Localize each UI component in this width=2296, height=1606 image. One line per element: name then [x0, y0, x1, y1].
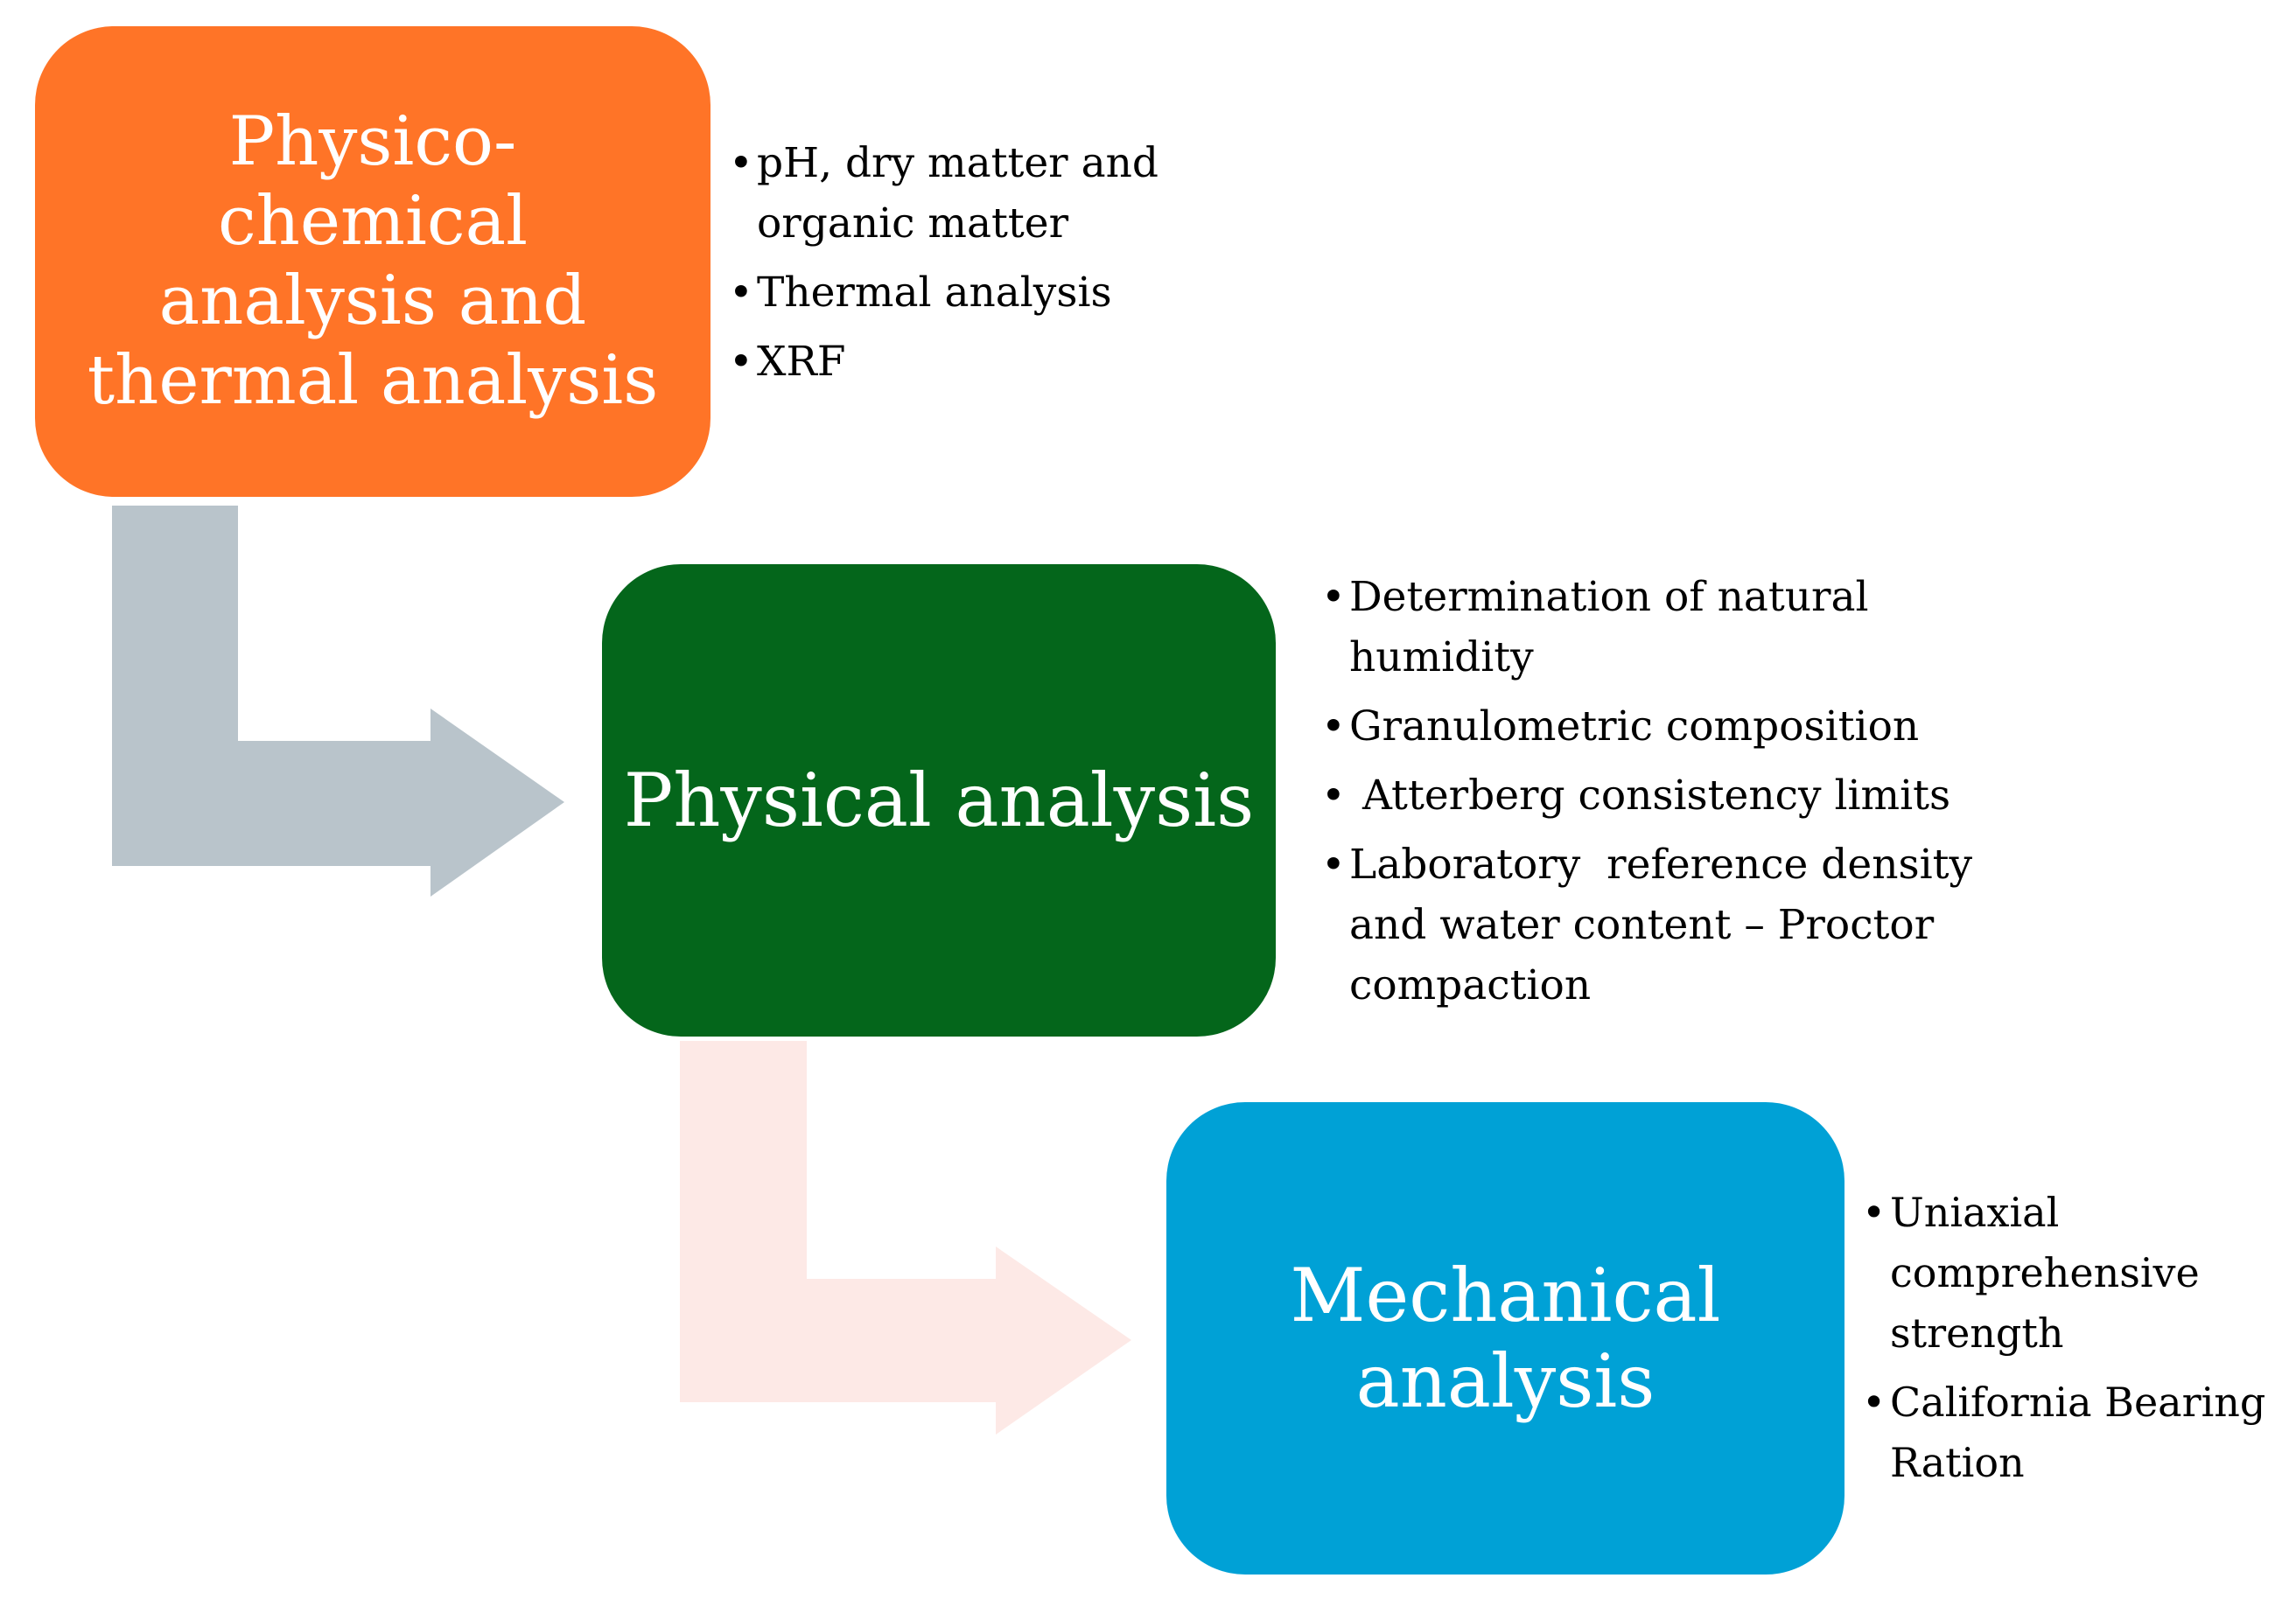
bullet-item: • Determination of natural humidity: [1321, 567, 2021, 688]
bullet-line: strength: [1890, 1309, 2064, 1357]
title-line: Physical analysis: [623, 757, 1255, 843]
elbow-arrow-1: [112, 506, 564, 897]
stage-2-bullet-list: • Determination of natural humidity • Gr…: [1321, 567, 2021, 1024]
bullet-line: compaction: [1349, 961, 1592, 1009]
elbow-arrow-2: [680, 1041, 1131, 1435]
bullet-line: Thermal analysis: [757, 269, 1112, 317]
bullet-dot-icon: •: [1321, 702, 1346, 751]
bullet-line: California Bearing: [1890, 1379, 2266, 1426]
stage-box-physical: Physical analysis: [602, 564, 1276, 1037]
title-line: analysis: [1355, 1338, 1656, 1424]
bullet-item: • Thermal analysis: [729, 262, 1219, 323]
bullet-item: • pH, dry matter and organic matter: [729, 133, 1219, 254]
bullet-dot-icon: •: [1321, 573, 1346, 621]
stage-title: Mechanical analysis: [1200, 1253, 1812, 1425]
stage-1-bullet-list: • pH, dry matter and organic matter • Th…: [729, 133, 1219, 401]
bullet-item: • California Bearing Ration: [1862, 1372, 2296, 1493]
bullet-item: • Granulometric composition: [1321, 696, 2021, 757]
bullet-item: • Laboratory reference density and water…: [1321, 834, 2021, 1016]
title-line: Physico-: [228, 101, 517, 181]
bullet-line: XRF: [757, 338, 846, 386]
stage-title: Physical analysis: [615, 758, 1263, 843]
title-line: thermal analysis: [87, 341, 659, 421]
bullet-item: • XRF: [729, 332, 1219, 392]
stage-box-mechanical: Mechanical analysis: [1166, 1102, 1844, 1575]
bullet-line: and water content – Proctor: [1349, 901, 1935, 949]
bullet-dot-icon: •: [1321, 841, 1346, 889]
bullet-item: • Uniaxial comprehensive strength: [1862, 1183, 2296, 1364]
bullet-item: • Atterberg consistency limits: [1321, 765, 2021, 826]
bullet-line: Laboratory reference density: [1349, 841, 1973, 889]
bullet-dot-icon: •: [1862, 1379, 1886, 1426]
stage-title: Physico- chemical analysis and thermal a…: [58, 102, 688, 422]
bullet-line: Ration: [1890, 1439, 2025, 1486]
bullet-line: Granulometric composition: [1349, 702, 1920, 751]
title-line: chemical: [217, 181, 528, 261]
bullet-dot-icon: •: [1321, 772, 1346, 820]
bullet-line: humidity: [1349, 633, 1534, 681]
bullet-line: Determination of natural: [1349, 573, 1869, 621]
stage-box-physico-chemical: Physico- chemical analysis and thermal a…: [35, 26, 710, 497]
bullet-line: Uniaxial: [1890, 1189, 2060, 1236]
bullet-dot-icon: •: [729, 269, 753, 317]
bullet-line: Atterberg consistency limits: [1349, 772, 1951, 820]
bullet-dot-icon: •: [729, 338, 753, 386]
title-line: Mechanical: [1290, 1252, 1721, 1338]
title-line: analysis and: [158, 262, 587, 340]
bullet-line: comprehensive: [1890, 1249, 2200, 1296]
bullet-dot-icon: •: [729, 139, 753, 187]
stage-3-bullet-list: • Uniaxial comprehensive strength • Cali…: [1862, 1183, 2296, 1502]
bullet-line: pH, dry matter and: [757, 139, 1158, 187]
bullet-line: organic matter: [757, 199, 1069, 248]
bullet-dot-icon: •: [1862, 1189, 1886, 1236]
